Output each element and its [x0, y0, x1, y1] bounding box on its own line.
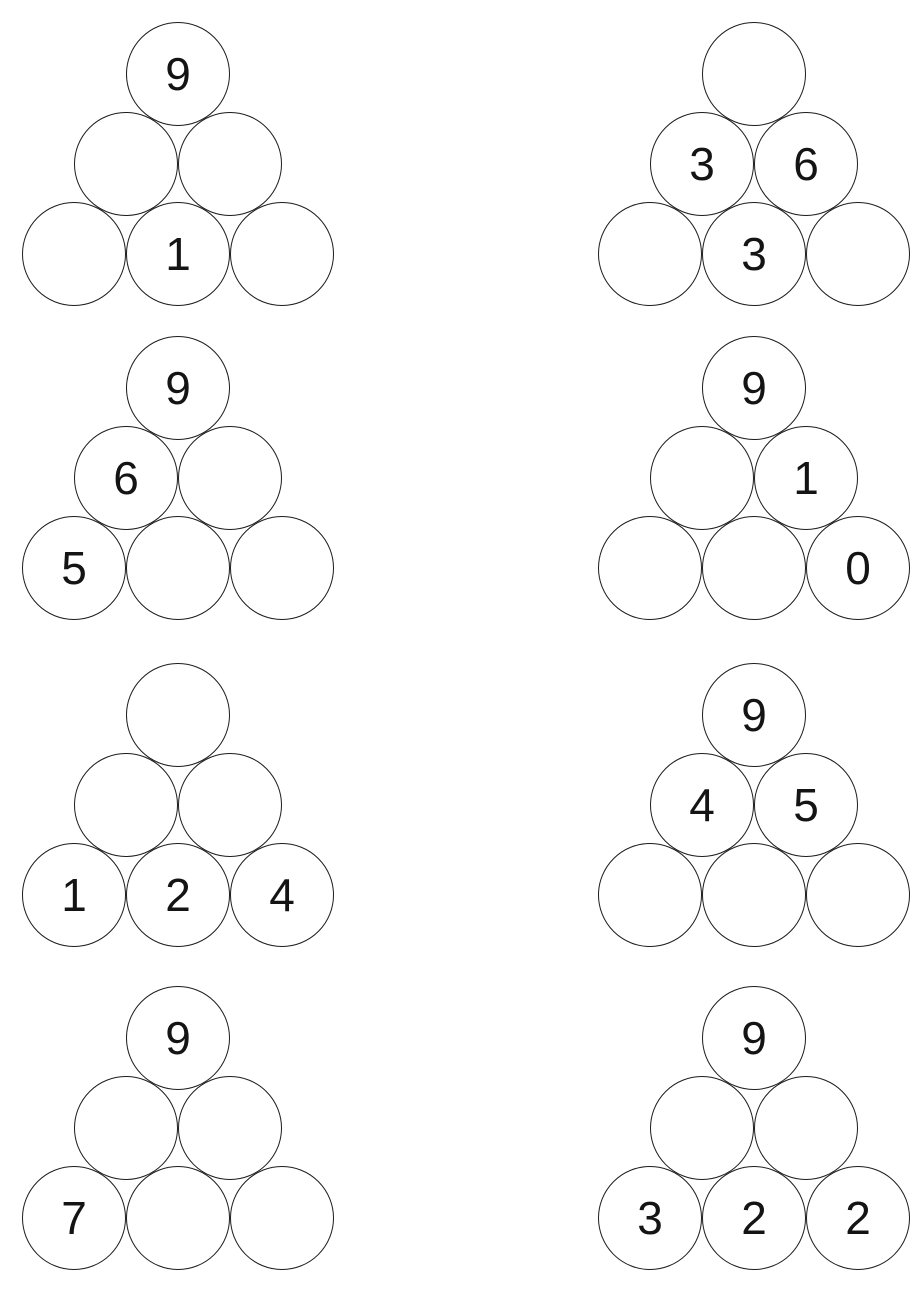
puzzle-8-cell-bottom-right: 2 [806, 1166, 910, 1270]
puzzle-1-cell-middle-left [74, 112, 178, 216]
puzzle-8-cell-middle-left [650, 1076, 754, 1180]
puzzle-7-cell-top: 9 [126, 986, 230, 1090]
pyramid-puzzle-2: 3 6 3 [598, 22, 910, 306]
puzzle-1-cell-bottom-left [22, 202, 126, 306]
puzzle-3-cell-bottom-left: 5 [22, 516, 126, 620]
puzzle-7-cell-bottom-center [126, 1166, 230, 1270]
puzzle-5-cell-bottom-right: 4 [230, 843, 334, 947]
puzzle-7-cell-bottom-left: 7 [22, 1166, 126, 1270]
puzzle-2-cell-bottom-left [598, 202, 702, 306]
puzzle-5-cell-bottom-center: 2 [126, 843, 230, 947]
pyramid-puzzle-6: 9 4 5 [598, 663, 910, 947]
puzzle-6-cell-top: 9 [702, 663, 806, 767]
pyramid-puzzle-4: 9 1 0 [598, 336, 910, 620]
puzzle-7-cell-middle-right [178, 1076, 282, 1180]
puzzle-8-cell-middle-right [754, 1076, 858, 1180]
puzzle-1-cell-bottom-center: 1 [126, 202, 230, 306]
pyramid-puzzle-7: 9 7 [22, 986, 334, 1270]
puzzle-6-cell-bottom-right [806, 843, 910, 947]
puzzle-4-cell-middle-right: 1 [754, 426, 858, 530]
puzzle-5-cell-top [126, 663, 230, 767]
puzzle-6-cell-middle-right: 5 [754, 753, 858, 857]
puzzle-2-cell-top [702, 22, 806, 126]
puzzle-4-cell-bottom-center [702, 516, 806, 620]
puzzle-2-cell-bottom-right [806, 202, 910, 306]
puzzle-3-cell-top: 9 [126, 336, 230, 440]
puzzle-1-cell-bottom-right [230, 202, 334, 306]
puzzle-6-cell-middle-left: 4 [650, 753, 754, 857]
puzzle-3-cell-middle-left: 6 [74, 426, 178, 530]
puzzle-5-cell-bottom-left: 1 [22, 843, 126, 947]
puzzle-8-cell-top: 9 [702, 986, 806, 1090]
puzzle-5-cell-middle-right [178, 753, 282, 857]
pyramid-puzzle-5: 1 2 4 [22, 663, 334, 947]
puzzle-8-cell-bottom-left: 3 [598, 1166, 702, 1270]
puzzle-1-cell-top: 9 [126, 22, 230, 126]
puzzle-4-cell-middle-left [650, 426, 754, 530]
puzzle-4-cell-top: 9 [702, 336, 806, 440]
puzzle-2-cell-middle-left: 3 [650, 112, 754, 216]
puzzle-6-cell-bottom-left [598, 843, 702, 947]
puzzle-2-cell-middle-right: 6 [754, 112, 858, 216]
puzzle-7-cell-bottom-right [230, 1166, 334, 1270]
puzzle-6-cell-bottom-center [702, 843, 806, 947]
puzzle-3-cell-bottom-right [230, 516, 334, 620]
pyramid-puzzle-1: 9 1 [22, 22, 334, 306]
pyramid-puzzle-3: 9 6 5 [22, 336, 334, 620]
puzzle-7-cell-middle-left [74, 1076, 178, 1180]
puzzle-4-cell-bottom-left [598, 516, 702, 620]
pyramid-puzzle-8: 9 3 2 2 [598, 986, 910, 1270]
puzzle-1-cell-middle-right [178, 112, 282, 216]
puzzle-8-cell-bottom-center: 2 [702, 1166, 806, 1270]
puzzle-5-cell-middle-left [74, 753, 178, 857]
puzzle-2-cell-bottom-center: 3 [702, 202, 806, 306]
puzzle-3-cell-bottom-center [126, 516, 230, 620]
puzzle-3-cell-middle-right [178, 426, 282, 530]
puzzle-4-cell-bottom-right: 0 [806, 516, 910, 620]
